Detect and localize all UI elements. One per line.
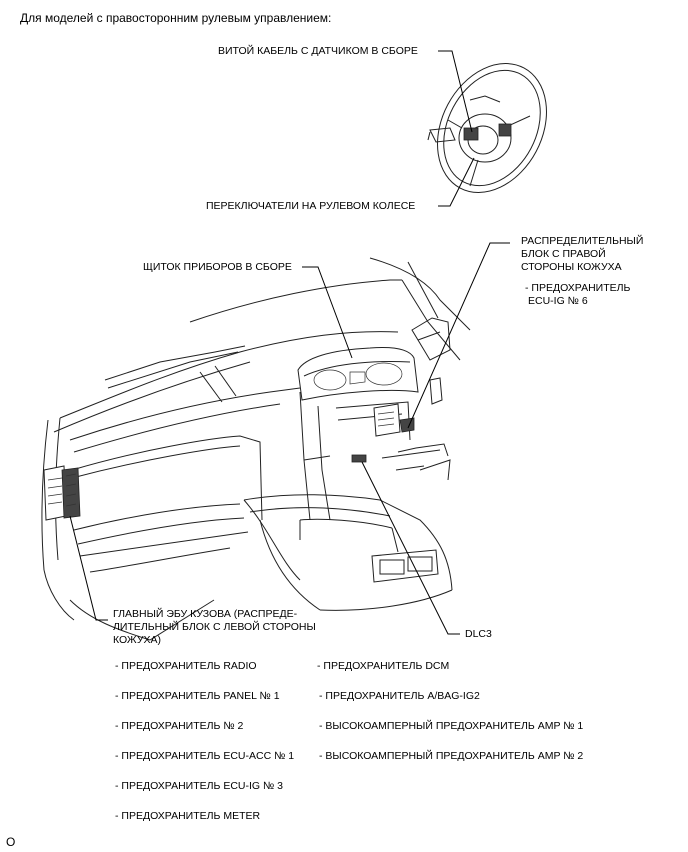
label-main-body-ecu: ГЛАВНЫЙ ЭБУ КУЗОВА (РАСПРЕДЕ- ЛИТЕЛЬНЫЙ …	[113, 608, 316, 646]
fuse-list-item: - ВЫСОКОАМПЕРНЫЙ ПРЕДОХРАНИТЕЛЬ AMP № 2	[319, 750, 584, 762]
fuse-list-item: - ВЫСОКОАМПЕРНЫЙ ПРЕДОХРАНИТЕЛЬ AMP № 1	[319, 720, 584, 732]
dlc3-graphic	[351, 454, 367, 463]
fuse-list-item: - ПРЕДОХРАНИТЕЛЬ ECU-ACC № 1	[115, 750, 295, 762]
fuse-list-item: - ПРЕДОХРАНИТЕЛЬ № 2	[115, 720, 244, 732]
fuse-list-item: - ПРЕДОХРАНИТЕЛЬ RADIO	[115, 660, 257, 672]
fuse-list-item: - ПРЕДОХРАНИТЕЛЬ PANEL № 1	[115, 690, 280, 702]
label-dlc3: DLC3	[465, 628, 492, 640]
steering-wheel-illustration	[427, 63, 547, 193]
label-spiral-cable: ВИТОЙ КАБЕЛЬ С ДАТЧИКОМ В СБОРЕ	[218, 45, 418, 57]
fuse-list-item: - ПРЕДОХРАНИТЕЛЬ ECU-IG № 3	[115, 780, 284, 792]
fuse-list-item: - ПРЕДОХРАНИТЕЛЬ DCM	[317, 660, 450, 672]
fuse-list-item: - ПРЕДОХРАНИТЕЛЬ A/BAG-IG2	[319, 690, 480, 702]
leader-lines	[69, 50, 510, 635]
label-combination-meter: ЩИТОК ПРИБОРОВ В СБОРЕ	[143, 261, 292, 273]
label-right-junction-block: РАСПРЕДЕЛИТЕЛЬНЫЙ БЛОК С ПРАВОЙ СТОРОНЫ …	[521, 235, 644, 273]
label-steering-switches: ПЕРЕКЛЮЧАТЕЛИ НА РУЛЕВОМ КОЛЕСЕ	[206, 200, 416, 212]
dashboard-line-art	[41, 257, 471, 641]
main-body-ecu-graphic	[43, 465, 81, 521]
fuse-list-item: - ПРЕДОХРАНИТЕЛЬ METER	[115, 810, 261, 822]
label-right-block-fuse: - ПРЕДОХРАНИТЕЛЬ ECU-IG № 6	[525, 282, 631, 307]
corner-mark: O	[6, 835, 16, 849]
right-junction-block-graphic	[373, 403, 415, 437]
page-title: Для моделей с правосторонним рулевым упр…	[20, 11, 332, 25]
